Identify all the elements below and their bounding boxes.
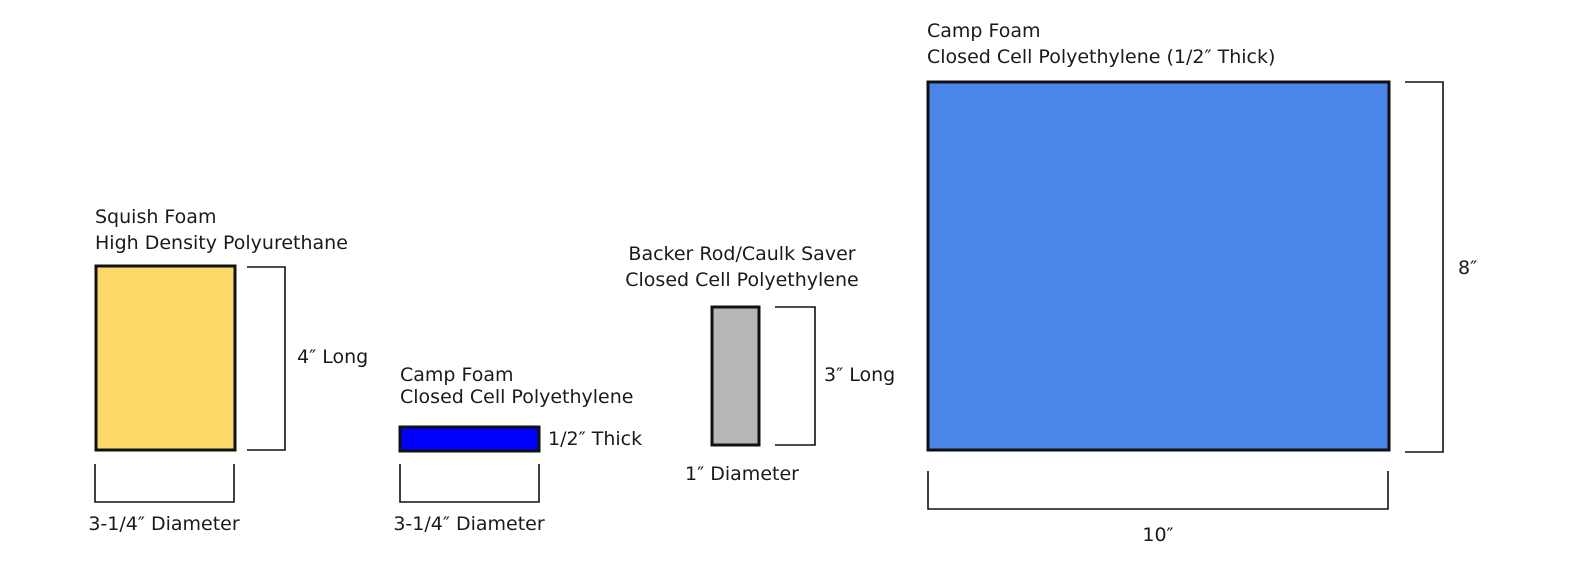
- camp-foam-small-diameter-bracket: [399, 464, 540, 503]
- camp-foam-small-title: Camp Foam: [400, 364, 514, 386]
- camp-foam-large-width-label: 10″: [1142, 524, 1173, 546]
- squish-foam-title: Squish Foam: [95, 206, 216, 228]
- camp-foam-large-title: Camp Foam: [927, 20, 1041, 42]
- squish-foam-length-label: 4″ Long: [297, 346, 368, 368]
- backer-rod-group: Backer Rod/Caulk Saver Closed Cell Polye…: [625, 243, 895, 485]
- backer-rod-shape: [710, 305, 761, 447]
- squish-foam-group: Squish Foam High Density Polyurethane 4″…: [88, 206, 368, 535]
- squish-foam-subtitle: High Density Polyurethane: [95, 232, 348, 254]
- backer-rod-title: Backer Rod/Caulk Saver: [628, 243, 855, 265]
- squish-foam-diameter-bracket: [94, 464, 235, 503]
- squish-foam-diameter-label: 3-1/4″ Diameter: [88, 513, 240, 535]
- camp-foam-small-subtitle: Closed Cell Polyethylene: [400, 386, 633, 408]
- backer-rod-length-label: 3″ Long: [824, 364, 895, 386]
- camp-foam-large-group: Camp Foam Closed Cell Polyethylene (1/2″…: [926, 20, 1477, 546]
- backer-rod-diameter-label: 1″ Diameter: [685, 463, 799, 485]
- squish-foam-shape: [94, 264, 237, 452]
- camp-foam-large-height-label: 8″: [1458, 257, 1477, 279]
- camp-foam-small-thickness-label: 1/2″ Thick: [548, 428, 642, 450]
- backer-rod-subtitle: Closed Cell Polyethylene: [625, 269, 858, 291]
- camp-foam-small-group: Camp Foam Closed Cell Polyethylene 1/2″ …: [393, 364, 642, 535]
- squish-foam-length-bracket: [247, 266, 286, 451]
- camp-foam-large-shape: [926, 80, 1391, 452]
- camp-foam-small-diameter-label: 3-1/4″ Diameter: [393, 513, 545, 535]
- camp-foam-large-width-bracket: [927, 471, 1389, 510]
- camp-foam-large-height-bracket: [1405, 81, 1444, 453]
- backer-rod-length-bracket: [775, 306, 816, 446]
- camp-foam-small-shape: [398, 425, 541, 453]
- camp-foam-large-subtitle: Closed Cell Polyethylene (1/2″ Thick): [927, 46, 1275, 68]
